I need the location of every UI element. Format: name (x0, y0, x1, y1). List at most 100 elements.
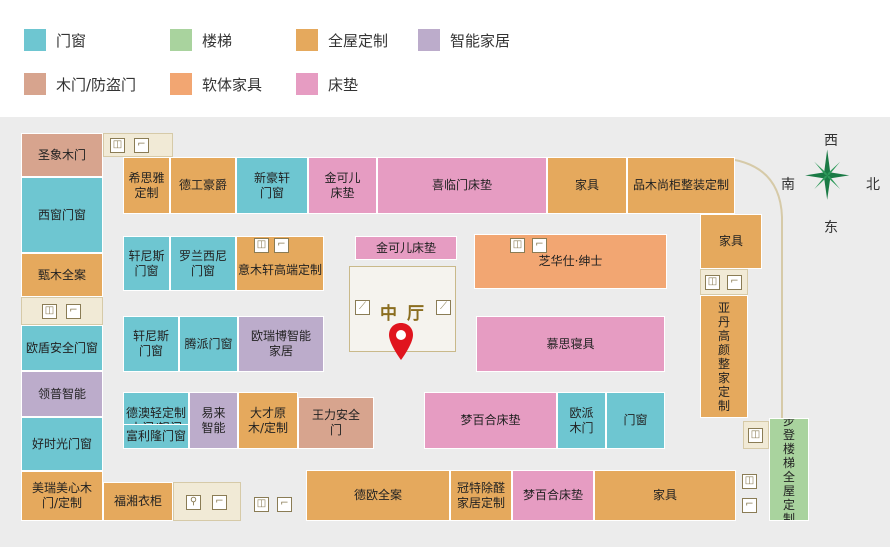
store-dacai[interactable]: 大才原木/定制 (238, 392, 298, 449)
store-label: 福湘衣柜 (113, 494, 162, 508)
legend-label: 床垫 (328, 75, 359, 94)
store-label: 亚丹高颜整家定制 (717, 300, 730, 413)
legend-soft-furniture: 软体家具 (170, 73, 262, 95)
legend-mattress: 床垫 (296, 73, 358, 95)
store-label: 易来智能 (201, 405, 226, 435)
stairs-icon: ⌐ (212, 495, 227, 510)
store-degong[interactable]: 德工豪爵 (170, 157, 236, 214)
store-label: 步登楼梯全屋定制 (782, 418, 795, 521)
compass-west: 西 (824, 133, 838, 149)
store-mengbaihe-2[interactable]: 梦百合床垫 (512, 470, 594, 521)
store-luolanxini[interactable]: 罗兰西尼门窗 (170, 236, 236, 291)
store-xichuang-window[interactable]: 西窗门窗 (21, 177, 103, 253)
store-label: 好时光门窗 (31, 436, 92, 451)
store-label: 家具 (574, 178, 599, 192)
store-wangli[interactable]: 王力安全门 (298, 397, 374, 449)
store-fuxiang-wardrobe[interactable]: 福湘衣柜 (103, 482, 173, 521)
legend-swatch (24, 29, 46, 51)
restroom-icon: ⚲ (186, 495, 201, 510)
store-jinkeer-center[interactable]: 金可儿床垫 (355, 236, 457, 260)
store-tengpai[interactable]: 腾派门窗 (179, 316, 238, 372)
hall-label: 中厅 (380, 304, 434, 324)
store-label: 德工豪爵 (178, 178, 227, 192)
stairs-icon: ⌐ (727, 275, 742, 290)
elevator-icon: ◫ (748, 428, 763, 443)
escalator-icon: ⟋ (436, 300, 451, 315)
store-deou[interactable]: 德欧全案 (306, 470, 450, 521)
elevator-icon: ◫ (254, 497, 269, 512)
store-fulilong[interactable]: 富利隆门窗 (123, 424, 189, 449)
store-label: 金可儿床垫 (375, 240, 436, 255)
store-zhenmu[interactable]: 甄木全案 (21, 253, 103, 297)
store-label: 家具 (652, 488, 677, 502)
store-mengbaihe-1[interactable]: 梦百合床垫 (424, 392, 557, 449)
store-meiruimeixin[interactable]: 美瑞美心木门/定制 (21, 471, 103, 521)
store-xuannisi-1[interactable]: 轩尼斯门窗 (123, 236, 170, 291)
store-label: 意木轩高端定制 (237, 263, 322, 277)
store-lingpu-smart[interactable]: 领普智能 (21, 371, 103, 417)
legend-label: 楼梯 (202, 31, 233, 50)
store-label: 梦百合床垫 (460, 413, 521, 427)
location-pin-icon (389, 323, 413, 360)
store-ouruibo[interactable]: 欧瑞博智能家居 (238, 316, 324, 372)
compass-north: 北 (866, 177, 880, 193)
legend-swatch (24, 73, 46, 95)
store-oupai[interactable]: 欧派木门 (557, 392, 606, 449)
store-yilai[interactable]: 易来智能 (189, 392, 238, 449)
store-label: 甄木全案 (37, 267, 86, 282)
store-yadan[interactable]: 亚丹高颜整家定制 (700, 295, 748, 418)
escalator-icon: ⟋ (355, 300, 370, 315)
legend-label: 全屋定制 (328, 31, 389, 50)
store-xuannisi-2[interactable]: 轩尼斯门窗 (123, 316, 179, 372)
store-shengxiang-door[interactable]: 圣象木门 (21, 133, 103, 177)
store-zhihuashi[interactable]: 芝华仕·绅士 (474, 234, 667, 289)
store-xilinmen[interactable]: 喜临门床垫 (377, 157, 547, 214)
store-jinkeer-top[interactable]: 金可儿床垫 (308, 157, 377, 214)
legend-wood-security-door: 木门/防盗门 (24, 73, 136, 95)
compass-east: 东 (824, 220, 838, 236)
stairs-icon: ⌐ (742, 498, 757, 513)
store-furniture-bottom[interactable]: 家具 (594, 470, 736, 521)
stairs-icon: ⌐ (66, 304, 81, 319)
compass-rose-icon (805, 149, 850, 200)
store-furniture-top[interactable]: 家具 (547, 157, 627, 214)
store-oudun-window[interactable]: 欧盾安全门窗 (21, 325, 103, 371)
store-label: 欧盾安全门窗 (25, 340, 98, 355)
store-label: 富利隆门窗 (125, 429, 186, 443)
stairs-icon: ⌐ (274, 238, 289, 253)
facility-restroom-stairs: ⚲ ⌐ (173, 482, 241, 521)
legend-swatch (418, 29, 440, 51)
legend-stairs: 楼梯 (170, 29, 232, 51)
legend-swatch (296, 73, 318, 95)
store-window-right[interactable]: 门窗 (606, 392, 665, 449)
store-pinmushang[interactable]: 品木尚柜整装定制 (627, 157, 735, 214)
store-label: 门窗 (623, 413, 648, 427)
store-furniture-right[interactable]: 家具 (700, 214, 762, 269)
elevator-icon: ◫ (110, 138, 125, 153)
store-haoshiguang-window[interactable]: 好时光门窗 (21, 417, 103, 471)
legend-door-window: 门窗 (24, 29, 86, 51)
store-budeng-stairs[interactable]: 步登楼梯全屋定制 (769, 418, 809, 521)
store-label: 梦百合床垫 (522, 488, 583, 502)
legend-label: 门窗 (56, 31, 87, 50)
store-label: 德欧全案 (353, 488, 402, 502)
legend-label: 木门/防盗门 (56, 75, 137, 94)
store-label: 轩尼斯门窗 (128, 248, 165, 278)
store-label: 欧派木门 (569, 405, 594, 435)
facility-right-stairs: ◫ ⌐ (700, 269, 748, 295)
store-xisiya[interactable]: 希思雅定制 (123, 157, 170, 214)
store-xinhaoxuan[interactable]: 新豪轩门窗 (236, 157, 308, 214)
store-label: 轩尼斯门窗 (132, 329, 169, 358)
store-guante[interactable]: 冠特除醛家居定制 (450, 470, 512, 521)
elevator-icon: ◫ (42, 304, 57, 319)
store-label: 领普智能 (37, 386, 86, 401)
facility-elevator-stairs: ◫ ⌐ (21, 297, 103, 325)
store-musi[interactable]: 慕思寝具 (476, 316, 665, 372)
store-label: 欧瑞博智能家居 (251, 329, 312, 358)
legend-whole-house-custom: 全屋定制 (296, 29, 388, 51)
stairs-icon: ⌐ (532, 238, 547, 253)
store-label: 品木尚柜整装定制 (632, 178, 729, 192)
stairs-icon: ⌐ (134, 138, 149, 153)
facility-top-stairs: ◫ ⌐ (103, 133, 173, 157)
store-label: 腾派门窗 (184, 336, 233, 351)
